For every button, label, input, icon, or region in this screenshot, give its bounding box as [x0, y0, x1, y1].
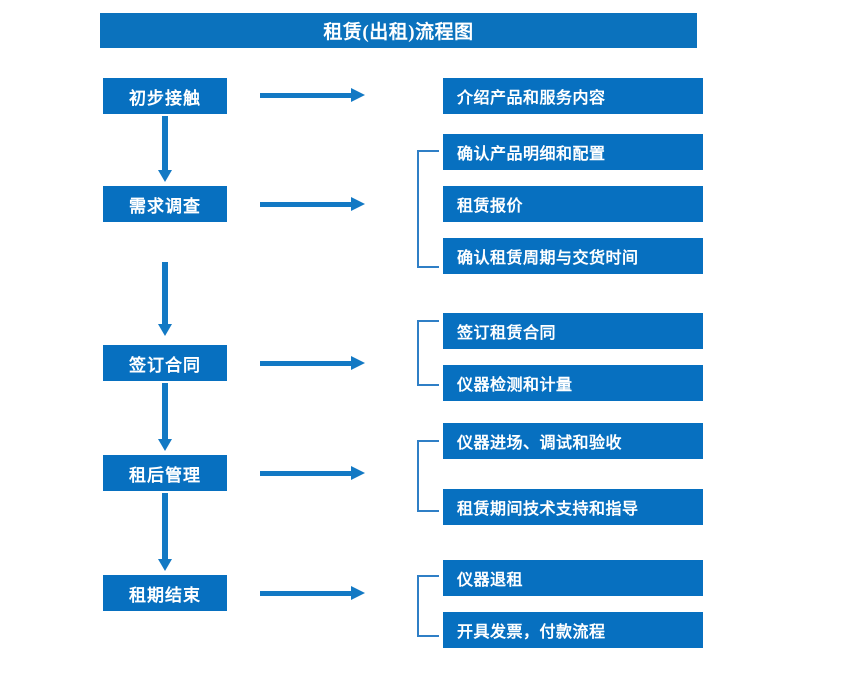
arrow-shaft	[260, 202, 352, 207]
arrow-shaft	[162, 383, 168, 439]
arrow-head-icon	[351, 586, 365, 600]
arrow-head-icon	[158, 170, 172, 182]
detail-box-instrument-return[interactable]: 仪器退租	[443, 560, 703, 596]
arrow-shaft	[260, 471, 352, 476]
arrow-shaft	[162, 493, 168, 559]
detail-box-invoice-payment[interactable]: 开具发票，付款流程	[443, 612, 703, 648]
stage-box-needs-survey[interactable]: 需求调查	[103, 186, 227, 222]
flow-arrow-right-5	[260, 586, 365, 600]
arrow-shaft	[260, 361, 352, 366]
stage-box-rental-end[interactable]: 租期结束	[103, 575, 227, 611]
flow-arrow-right-3	[260, 356, 365, 370]
flow-arrow-down-2	[158, 262, 172, 336]
detail-box-confirm-period-delivery[interactable]: 确认租赁周期与交货时间	[443, 238, 703, 274]
detail-box-technical-support[interactable]: 租赁期间技术支持和指导	[443, 489, 703, 525]
arrow-head-icon	[158, 439, 172, 451]
arrow-head-icon	[351, 356, 365, 370]
stage-box-post-rental-management[interactable]: 租后管理	[103, 455, 227, 491]
arrow-shaft	[162, 116, 168, 170]
detail-box-instrument-test-metering[interactable]: 仪器检测和计量	[443, 365, 703, 401]
arrow-head-icon	[158, 559, 172, 571]
detail-box-confirm-product-config[interactable]: 确认产品明细和配置	[443, 134, 703, 170]
arrow-head-icon	[351, 466, 365, 480]
flow-arrow-down-3	[158, 383, 172, 451]
arrow-shaft	[260, 93, 352, 98]
group-bracket-sign-contract	[417, 320, 439, 386]
group-bracket-needs-survey	[417, 150, 439, 268]
page-title: 租赁(出租)流程图	[100, 13, 697, 48]
group-bracket-post-rental	[417, 440, 439, 512]
detail-box-instrument-install-acceptance[interactable]: 仪器进场、调试和验收	[443, 423, 703, 459]
detail-box-rental-quote[interactable]: 租赁报价	[443, 186, 703, 222]
arrow-head-icon	[351, 88, 365, 102]
detail-box-sign-rental-contract[interactable]: 签订租赁合同	[443, 313, 703, 349]
arrow-shaft	[162, 262, 168, 324]
flow-arrow-right-4	[260, 466, 365, 480]
flow-arrow-down-1	[158, 116, 172, 182]
arrow-shaft	[260, 591, 352, 596]
arrow-head-icon	[158, 324, 172, 336]
arrow-head-icon	[351, 197, 365, 211]
detail-box-intro-products[interactable]: 介绍产品和服务内容	[443, 78, 703, 114]
flow-arrow-right-1	[260, 88, 365, 102]
group-bracket-rental-end	[417, 575, 439, 637]
flow-arrow-down-4	[158, 493, 172, 571]
stage-box-sign-contract[interactable]: 签订合同	[103, 345, 227, 381]
flow-arrow-right-2	[260, 197, 365, 211]
stage-box-initial-contact[interactable]: 初步接触	[103, 78, 227, 114]
